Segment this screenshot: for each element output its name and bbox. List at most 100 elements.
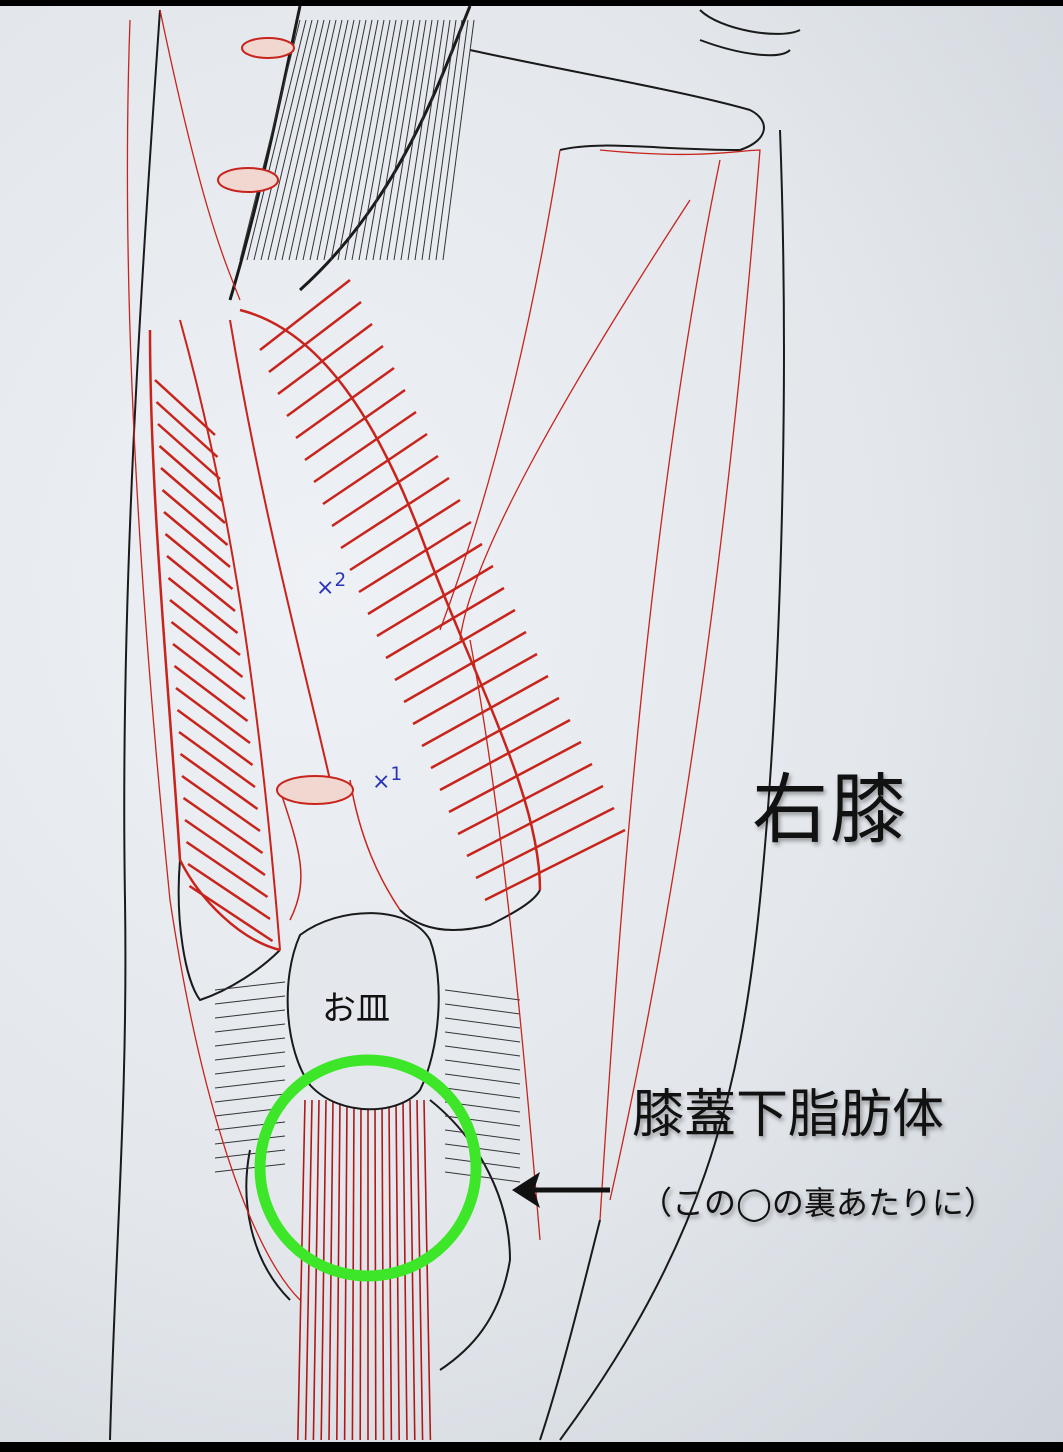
vastus-medialis-fiber bbox=[367, 542, 483, 616]
hatch-line bbox=[214, 1163, 286, 1173]
hatch-line bbox=[393, 19, 433, 261]
tendon-fiber bbox=[304, 1099, 313, 1441]
vastus-lateralis-fiber bbox=[185, 840, 269, 899]
hatch-line bbox=[302, 19, 355, 261]
hatch-line bbox=[358, 19, 403, 261]
hatch-line bbox=[400, 19, 439, 261]
vastus-lateralis-fiber bbox=[166, 555, 236, 612]
hatch-line bbox=[386, 19, 427, 261]
vastus-lateralis-fiber bbox=[158, 445, 224, 502]
vastus-lateralis-fiber bbox=[169, 599, 241, 656]
hatch-line bbox=[288, 19, 343, 261]
vastus-medialis-fiber bbox=[331, 454, 439, 528]
vastus-medialis-fiber bbox=[430, 696, 560, 770]
vastus-medialis-fiber bbox=[376, 564, 494, 638]
vastus-lateralis-fiber bbox=[172, 643, 246, 700]
vastus-lateralis-fiber bbox=[157, 423, 221, 480]
hatch-line bbox=[365, 19, 409, 261]
vastus-lateralis-fiber bbox=[167, 577, 239, 634]
vastus-medialis-fiber bbox=[448, 740, 582, 814]
vastus-medialis-fiber bbox=[439, 718, 571, 792]
vastus-lateralis-fiber bbox=[184, 818, 266, 877]
hatch-line bbox=[214, 1051, 286, 1061]
hatch-line bbox=[407, 19, 445, 261]
hatch-line bbox=[444, 1059, 521, 1071]
arrow-icon bbox=[512, 1172, 610, 1208]
vastus-medialis-fiber bbox=[295, 366, 395, 440]
marker-1: ×1 bbox=[372, 764, 402, 794]
vastus-lateralis-fiber bbox=[163, 511, 231, 568]
hatch-line bbox=[428, 19, 463, 261]
fat-pad-label: 膝蓋下脂肪体 bbox=[632, 1085, 945, 1145]
hatch-line bbox=[444, 1031, 521, 1043]
hatch-line bbox=[309, 19, 361, 261]
vastus-medialis-fiber bbox=[340, 476, 450, 550]
hatch-line bbox=[267, 19, 325, 261]
hatch-line bbox=[274, 19, 331, 261]
vastus-lateralis-fiber bbox=[179, 752, 259, 811]
leg-outline bbox=[109, 6, 801, 1441]
hatch-line bbox=[444, 1073, 521, 1085]
hatch-line bbox=[444, 1157, 521, 1169]
vastus-lateralis-fiber bbox=[182, 796, 264, 855]
vastus-medialis-fiber bbox=[412, 652, 538, 726]
hatch-line bbox=[246, 19, 307, 261]
hatch-line bbox=[337, 19, 385, 261]
hatch-line bbox=[214, 1093, 286, 1103]
tendon-hatching bbox=[214, 19, 521, 1183]
vastus-medialis-fiber bbox=[385, 586, 505, 660]
hatch-line bbox=[421, 19, 457, 261]
marker-x: × bbox=[316, 575, 335, 601]
hatch-line bbox=[323, 19, 373, 261]
hatch-line bbox=[444, 1045, 521, 1057]
hatch-line bbox=[435, 19, 469, 261]
vastus-lateralis-fiber bbox=[160, 467, 226, 524]
tendon-fiber bbox=[423, 1099, 432, 1441]
hatch-line bbox=[344, 19, 391, 261]
hatch-line bbox=[414, 19, 451, 261]
muscle-fibers bbox=[126, 9, 761, 1301]
vastus-lateralis-fiber bbox=[178, 730, 256, 789]
hatch-line bbox=[214, 1149, 286, 1159]
hatch-line bbox=[442, 19, 475, 261]
cut-muscle-section bbox=[241, 37, 295, 59]
tendon-fiber bbox=[312, 1099, 320, 1441]
vastus-medialis-fiber bbox=[394, 608, 516, 682]
vastus-medialis-fiber bbox=[358, 520, 472, 594]
location-note: （この◯の裏あたりに） bbox=[640, 1184, 996, 1222]
vastus-medialis-fiber bbox=[322, 432, 428, 506]
vastus-lateralis-fiber bbox=[188, 884, 274, 943]
vastus-lateralis-fiber bbox=[164, 533, 234, 590]
knee-anatomy-drawing bbox=[109, 6, 801, 1441]
vastus-medialis-fiber bbox=[403, 630, 527, 704]
vastus-lateralis-fiber bbox=[170, 621, 244, 678]
hatch-line bbox=[214, 995, 286, 1005]
drawing-paper: 右膝 お皿 膝蓋下脂肪体 （この◯の裏あたりに） ×2 ×1 bbox=[0, 6, 1063, 1442]
vastus-medialis-fiber bbox=[268, 301, 362, 373]
tendon-fiber bbox=[297, 1099, 306, 1441]
fat-pad-highlight-circle bbox=[254, 1054, 482, 1282]
tendon-fiber bbox=[359, 1099, 362, 1441]
hatch-line bbox=[444, 1129, 521, 1141]
hatch-line bbox=[214, 1009, 286, 1019]
vastus-lateralis-fiber bbox=[175, 686, 251, 745]
vastus-lateralis-fiber bbox=[154, 379, 216, 436]
hatch-line bbox=[379, 19, 421, 261]
hatch-line bbox=[253, 19, 313, 261]
vastus-medialis-fiber bbox=[484, 828, 626, 902]
vastus-lateralis-fiber bbox=[155, 401, 219, 458]
title-right-knee: 右膝 bbox=[752, 765, 908, 854]
vastus-lateralis-fiber bbox=[187, 862, 271, 921]
cut-muscle-section bbox=[217, 167, 279, 193]
vastus-medialis-fiber bbox=[313, 410, 417, 484]
vastus-lateralis-fiber bbox=[161, 489, 229, 546]
hatch-line bbox=[281, 19, 337, 261]
marker-number: 2 bbox=[334, 570, 347, 591]
marker-number: 1 bbox=[390, 764, 403, 785]
hatch-line bbox=[214, 1037, 286, 1047]
muscle-hatching bbox=[154, 279, 626, 943]
vastus-lateralis-fiber bbox=[176, 708, 254, 767]
hatch-line bbox=[444, 1143, 521, 1155]
cut-muscle-section bbox=[276, 775, 354, 805]
vastus-medialis-fiber bbox=[304, 388, 406, 462]
